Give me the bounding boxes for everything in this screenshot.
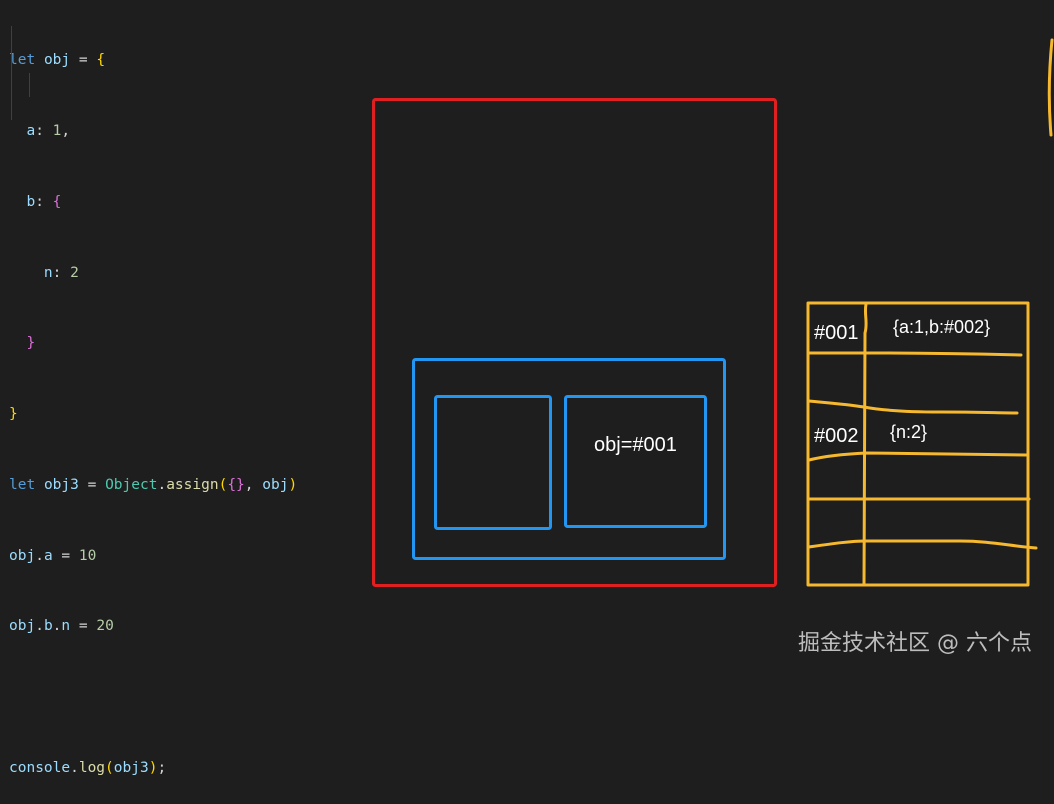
identifier-obj: obj	[43, 52, 71, 69]
function-log: log	[78, 760, 106, 776]
operator-assign: =	[70, 618, 97, 635]
heap-address-2: #002	[814, 425, 859, 447]
keyword-let: let	[9, 52, 36, 69]
class-object: Object	[105, 476, 158, 493]
stack-cell-obj	[564, 395, 707, 528]
empty-object: {}	[227, 476, 245, 493]
heap-table-row-line-1	[807, 351, 1023, 357]
dot: .	[70, 760, 79, 776]
identifier-obj: obj	[9, 547, 36, 564]
property-n: n	[61, 618, 71, 635]
function-assign: assign	[166, 476, 219, 493]
code-line-7: let obj3 = Object.assign({}, obj)	[9, 474, 297, 498]
heap-address-1: #001	[814, 322, 859, 344]
keyword-let: let	[9, 476, 36, 493]
heap-value-2: {n:2}	[890, 422, 927, 442]
stack-cell-empty	[434, 395, 552, 530]
identifier-obj3: obj3	[43, 476, 79, 493]
heap-table-row-line-3	[807, 451, 1028, 462]
brace-close: }	[26, 335, 36, 352]
dot: .	[157, 476, 167, 493]
colon: :	[35, 122, 53, 139]
code-line-8: obj.a = 10	[9, 545, 297, 569]
brace-close: }	[9, 406, 18, 423]
code-line-1: let obj = {	[9, 49, 297, 73]
heap-table-row-line-2	[807, 399, 1019, 415]
code-line-11: console.log(obj3);	[9, 757, 297, 781]
dot: .	[52, 618, 62, 635]
code-line-4: n: 2	[9, 262, 297, 286]
colon: :	[52, 264, 71, 281]
operator-assign: =	[70, 52, 97, 69]
operator-assign: =	[52, 547, 79, 564]
property-a: a	[43, 547, 53, 564]
paren-open: (	[105, 760, 114, 776]
number-literal: 1	[52, 122, 62, 139]
edge-stroke-fragment	[1047, 38, 1054, 137]
stack-cell-obj-label: obj=#001	[594, 434, 677, 456]
operator-assign: =	[78, 476, 106, 493]
dot: .	[35, 547, 44, 564]
code-line-3: b: {	[9, 191, 297, 215]
identifier-obj: obj	[262, 476, 289, 493]
brace-open: {	[96, 52, 106, 69]
stack-cells-container	[412, 358, 726, 560]
comma: ,	[61, 122, 71, 139]
code-line-10	[9, 686, 297, 710]
dot: .	[35, 618, 44, 635]
heap-value-1: {a:1,b:#002}	[893, 317, 990, 337]
watermark: 掘金技术社区 @ 六个点	[798, 631, 1032, 656]
stack-frame-box	[372, 98, 777, 587]
code-line-2: a: 1,	[9, 120, 297, 144]
code-line-5: }	[9, 332, 297, 356]
code-line-9: obj.b.n = 20	[9, 615, 297, 639]
heap-table	[806, 301, 1038, 587]
number-literal: 2	[70, 264, 79, 281]
property-n: n	[43, 264, 53, 281]
colon: :	[35, 193, 53, 210]
identifier-obj3: obj3	[113, 760, 149, 776]
code-line-6: }	[9, 403, 297, 427]
property-b: b	[43, 618, 53, 635]
identifier-console: console	[9, 760, 71, 776]
identifier-obj: obj	[9, 618, 36, 635]
indent-guide-inner	[29, 73, 30, 97]
indent-guide-outer	[11, 26, 12, 120]
heap-table-column-divider	[862, 302, 868, 587]
comma: ,	[244, 476, 263, 493]
paren-close: )	[148, 760, 158, 776]
number-literal: 10	[78, 547, 97, 564]
heap-table-row-line-5	[807, 539, 1038, 550]
property-b: b	[26, 193, 36, 210]
semicolon: ;	[157, 760, 167, 776]
brace-open: {	[52, 193, 62, 210]
heap-table-border	[806, 301, 1030, 587]
paren-open: (	[218, 476, 228, 493]
property-a: a	[26, 122, 36, 139]
paren-close: )	[288, 476, 298, 493]
number-literal: 20	[96, 618, 114, 635]
memory-diagram: obj=#001 #001 {a:1,b:#002} #002 {n:2}	[372, 38, 1054, 587]
